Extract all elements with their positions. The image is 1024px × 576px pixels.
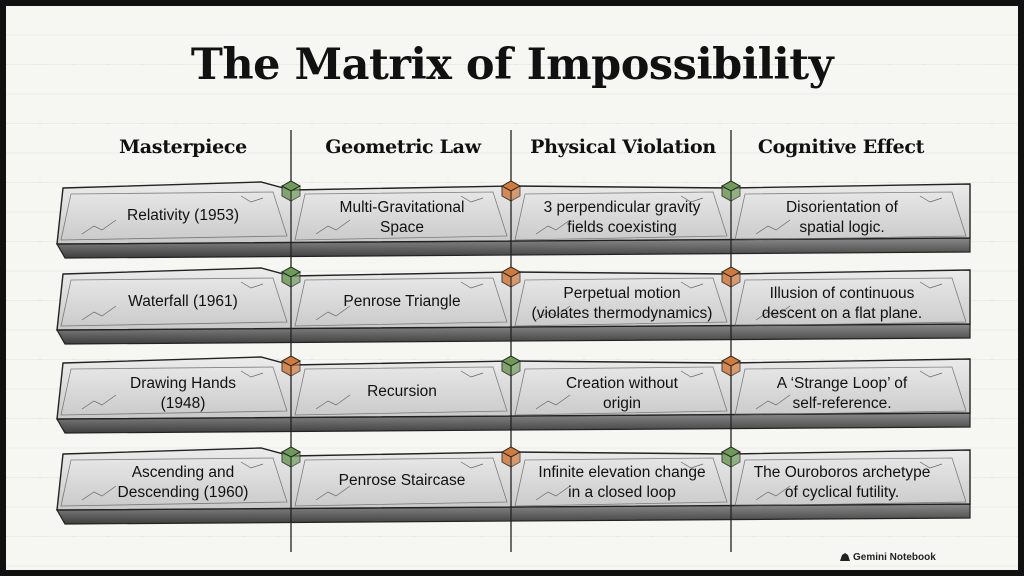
matrix-cell-line: Penrose Staircase — [338, 472, 466, 489]
matrix-cell: Creation without origin — [522, 374, 722, 414]
matrix-cell-line: Perpetual motion — [563, 285, 681, 302]
badge-label: Gemini Notebook — [853, 552, 936, 563]
slab-bevel — [734, 277, 967, 327]
green-joint-cube — [280, 446, 302, 468]
slab-crack — [315, 281, 484, 321]
matrix-cell-line: origin — [603, 395, 641, 412]
slab-crack — [535, 370, 704, 410]
slab-bevel — [514, 191, 728, 241]
matrix-cell-line: 3 perpendicular gravity — [543, 199, 701, 216]
orange-joint-cube — [280, 355, 302, 377]
matrix-cell: Perpetual motion (violates thermodynamics… — [522, 284, 722, 324]
matrix-cell: Infinite elevation change in a closed loo… — [522, 463, 722, 503]
matrix-cell-line: (1948) — [160, 395, 206, 412]
matrix-cell: Penrose Triangle — [302, 292, 502, 312]
slab-crack — [755, 461, 943, 501]
matrix-cell: Relativity (1953) — [83, 206, 283, 226]
matrix-cell-line: self-reference. — [792, 395, 892, 412]
matrix-cell-line: descent on a flat plane. — [761, 305, 923, 322]
slab-crack — [81, 195, 264, 235]
matrix-cell-line: fields coexisting — [567, 219, 677, 236]
green-joint-cube — [500, 355, 522, 377]
slab-bevel — [734, 191, 967, 241]
matrix-cell-line: Penrose Triangle — [343, 293, 461, 310]
column-header-physical-violation: Physical Violation — [530, 136, 716, 158]
slab-crack — [315, 461, 484, 501]
matrix-cell-line: Recursion — [367, 383, 437, 400]
slab-bevel — [294, 457, 508, 507]
gemini-notebook-badge: Gemini Notebook — [840, 552, 936, 563]
slab-crack — [315, 370, 484, 410]
matrix-cell-line: Descending (1960) — [117, 484, 249, 501]
green-joint-cube — [280, 266, 302, 288]
slab-crack — [755, 281, 943, 321]
slab-crack — [535, 281, 704, 321]
matrix-cell: Illusion of continuous descent on a flat … — [742, 284, 942, 324]
slab-crack — [535, 461, 704, 501]
matrix-cell-line: Ascending and — [131, 464, 235, 481]
slab-bevel — [514, 277, 728, 327]
column-header-geometric-law: Geometric Law — [325, 136, 481, 158]
matrix-cell: Waterfall (1961) — [83, 292, 283, 312]
matrix-cell-line: of cyclical futility. — [784, 484, 900, 501]
orange-joint-cube — [720, 355, 742, 377]
slab-bevel — [514, 457, 728, 507]
matrix-cell-line: in a closed loop — [568, 484, 676, 501]
slab-crack — [81, 461, 264, 501]
orange-joint-cube — [720, 266, 742, 288]
slab-crack — [81, 281, 264, 321]
matrix-cell-line: Relativity (1953) — [127, 207, 239, 224]
slab-crack — [535, 195, 704, 235]
slab-bevel — [734, 457, 967, 507]
matrix-cell-line: A ‘Strange Loop’ of — [776, 375, 908, 392]
matrix-cell: The Ouroboros archetype of cyclical futil… — [742, 463, 942, 503]
slab-bevel — [514, 366, 728, 416]
matrix-cell: Penrose Staircase — [302, 471, 502, 491]
page-title: The Matrix of Impossibility — [190, 40, 834, 90]
slab-bevel — [294, 191, 508, 241]
matrix-cell-line: spatial logic. — [799, 219, 885, 236]
green-joint-cube — [720, 180, 742, 202]
matrix-cell-line: Illusion of continuous — [769, 285, 915, 302]
matrix-cell-line: Disorientation of — [785, 199, 898, 216]
green-joint-cube — [280, 180, 302, 202]
slab-bevel — [60, 366, 288, 416]
orange-joint-cube — [500, 266, 522, 288]
slab-bevel — [294, 277, 508, 327]
column-header-cognitive-effect: Cognitive Effect — [757, 136, 925, 158]
matrix-cell: Recursion — [302, 382, 502, 402]
slab-crack — [81, 370, 264, 410]
slab-crack — [755, 370, 943, 410]
matrix-cell-line: Space — [380, 219, 424, 236]
matrix-cell-line: Infinite elevation change — [538, 464, 706, 481]
matrix-cell: 3 perpendicular gravity fields coexisting — [522, 198, 722, 238]
matrix-cell: Disorientation of spatial logic. — [742, 198, 942, 238]
matrix-cell-line: Waterfall (1961) — [128, 293, 238, 310]
matrix-cell-line: Drawing Hands — [130, 375, 236, 392]
slab-bevel — [734, 366, 967, 416]
slab-bevel — [294, 366, 508, 416]
slab-crack — [755, 195, 943, 235]
notebook-icon — [840, 553, 850, 561]
orange-joint-cube — [500, 446, 522, 468]
matrix-cell: A ‘Strange Loop’ of self-reference. — [742, 374, 942, 414]
matrix-cell-line: (violates thermodynamics) — [531, 305, 713, 322]
matrix-cell: Drawing Hands (1948) — [83, 374, 283, 414]
column-header-masterpiece: Masterpiece — [119, 136, 247, 158]
matrix-cell-line: Creation without — [565, 375, 678, 392]
slab-bevel — [60, 457, 288, 507]
slab-crack — [315, 195, 484, 235]
matrix-cell-line: The Ouroboros archetype — [753, 464, 931, 481]
matrix-cell-line: Multi-Gravitational — [339, 199, 465, 216]
slab-bevel — [60, 277, 288, 327]
green-joint-cube — [720, 446, 742, 468]
orange-joint-cube — [500, 180, 522, 202]
slab-bevel — [60, 191, 288, 241]
